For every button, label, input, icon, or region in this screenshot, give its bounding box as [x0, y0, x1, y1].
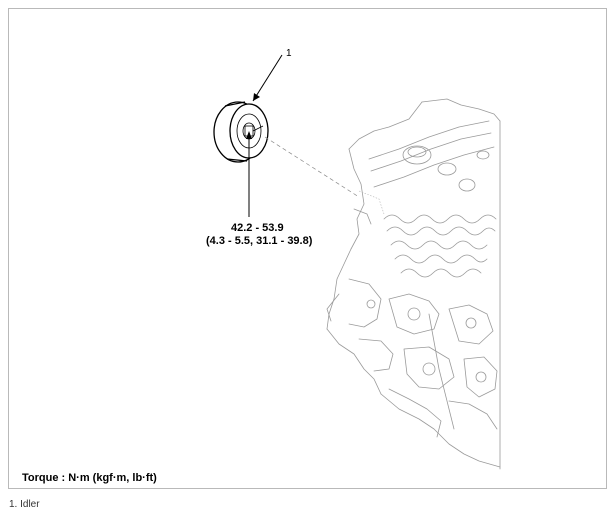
engine-block-drawing: [326, 98, 501, 470]
callout-arrow: [252, 54, 283, 102]
torque-value: 42.2 - 53.9: [231, 222, 284, 234]
mounting-line: [264, 136, 360, 198]
figure-frame: 1 42.2 - 53.9 (4.3 - 5.5, 31.1 - 39.8) T…: [8, 8, 607, 489]
torque-arrow: [246, 131, 252, 217]
callout-number: 1: [286, 48, 292, 59]
figure-caption: 1. Idler: [9, 499, 40, 510]
engine-diagram: [213, 54, 501, 470]
torque-unit-label: Torque : N·m (kgf·m, lb·ft): [22, 472, 157, 484]
torque-spec: (4.3 - 5.5, 31.1 - 39.8): [206, 235, 313, 247]
idler-pulley: [213, 101, 269, 163]
